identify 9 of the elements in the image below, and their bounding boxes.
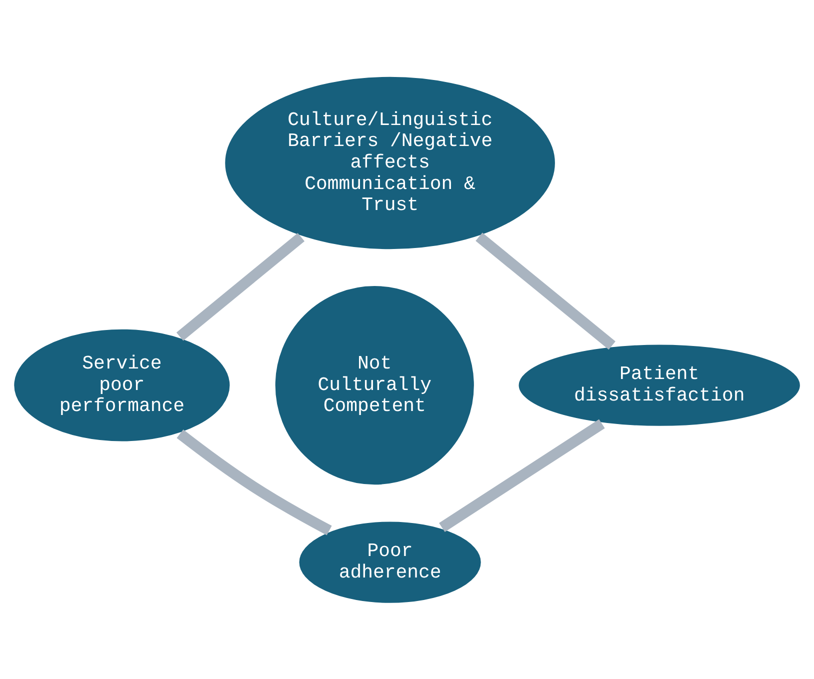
node-ellipse: Service poor performance [12,326,232,444]
connector [176,429,332,535]
node-ellipse: Poor adherence [296,518,484,605]
node-ellipse: Patient dissatisfaction [516,342,802,428]
node-ellipse: Culture/Linguistic Barriers /Negative affects Communication & Trust [222,74,558,251]
node-circle: Not Culturally Competent [272,283,476,486]
connector [476,232,616,350]
connector [176,232,305,340]
connector [439,418,605,532]
